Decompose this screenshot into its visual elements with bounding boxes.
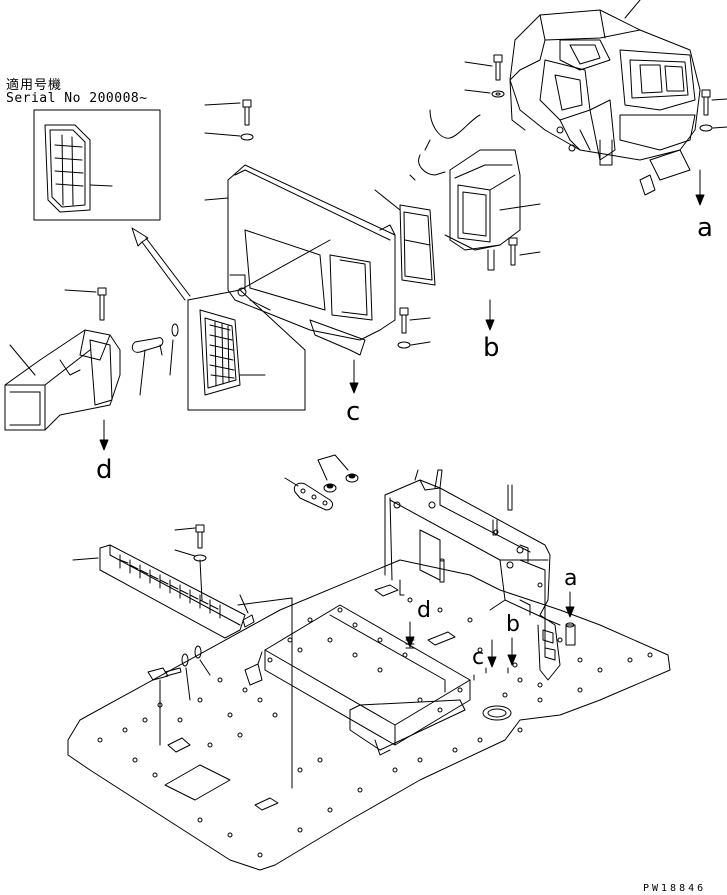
serial-number-label: Serial No 200008~ xyxy=(6,91,148,106)
air-duct-center xyxy=(444,149,541,271)
connection-label-b-upper: b xyxy=(483,333,500,363)
washer-cover-right xyxy=(397,341,431,349)
drawing-code: PW18846 xyxy=(643,883,707,894)
connection-label-d-upper: d xyxy=(96,455,113,485)
clamp-plate xyxy=(284,477,334,511)
detail-pointer-arrow xyxy=(131,227,191,301)
controller-box xyxy=(244,604,471,756)
washer-grille-top xyxy=(174,549,207,601)
applicability-label-jp: 適用号機 xyxy=(6,78,63,93)
bolt-duct xyxy=(508,237,541,266)
bolt-grille-top xyxy=(174,524,205,549)
vent-panel-grille xyxy=(72,544,246,639)
washer-grille-bottom xyxy=(181,645,211,701)
connection-label-c-upper: c xyxy=(346,397,361,427)
floor-plate xyxy=(67,559,671,871)
arrow-b-upper xyxy=(485,299,495,331)
arrow-b-lower xyxy=(507,637,517,666)
cover-panel xyxy=(204,164,396,356)
connection-label-d-lower: d xyxy=(417,598,431,623)
connection-label-a-lower: a xyxy=(564,566,578,591)
washer-left xyxy=(169,323,179,376)
wire-harness xyxy=(409,109,481,181)
arrow-a-upper xyxy=(695,169,705,206)
bolt-left-duct xyxy=(64,287,107,321)
bolt-hvac-right xyxy=(701,89,727,116)
arrow-d-lower xyxy=(405,621,415,649)
reference-lines xyxy=(237,597,293,789)
dashed-dots xyxy=(473,667,509,681)
arrow-c-upper xyxy=(349,359,359,394)
cabin-air-filter xyxy=(374,189,436,286)
connection-label-b-lower: b xyxy=(506,612,520,637)
small-nut xyxy=(239,594,255,628)
washer-hvac-top xyxy=(464,89,505,98)
grommets xyxy=(317,454,359,493)
connection-label-a-upper: a xyxy=(697,213,713,243)
washer-hvac-right xyxy=(699,124,727,132)
frame-bracket xyxy=(384,469,561,681)
air-conditioner-unit xyxy=(509,0,701,196)
bolt-cover-right xyxy=(399,307,431,334)
bolt-hvac-top xyxy=(464,54,503,81)
arrow-a-lower xyxy=(565,591,576,646)
air-duct-left xyxy=(4,329,121,431)
washer-cover-top xyxy=(204,132,254,141)
inset-frame-lower xyxy=(187,239,331,411)
bolt-cover-top xyxy=(204,99,252,126)
arrow-c-lower xyxy=(487,639,497,668)
connection-label-c-lower: c xyxy=(472,645,485,670)
arrow-d-upper xyxy=(99,419,109,451)
wing-bolt xyxy=(131,337,164,396)
floor-plate-holes xyxy=(97,597,653,858)
bolt-grille-bottom xyxy=(147,667,182,746)
serial-inset-box xyxy=(33,109,161,221)
